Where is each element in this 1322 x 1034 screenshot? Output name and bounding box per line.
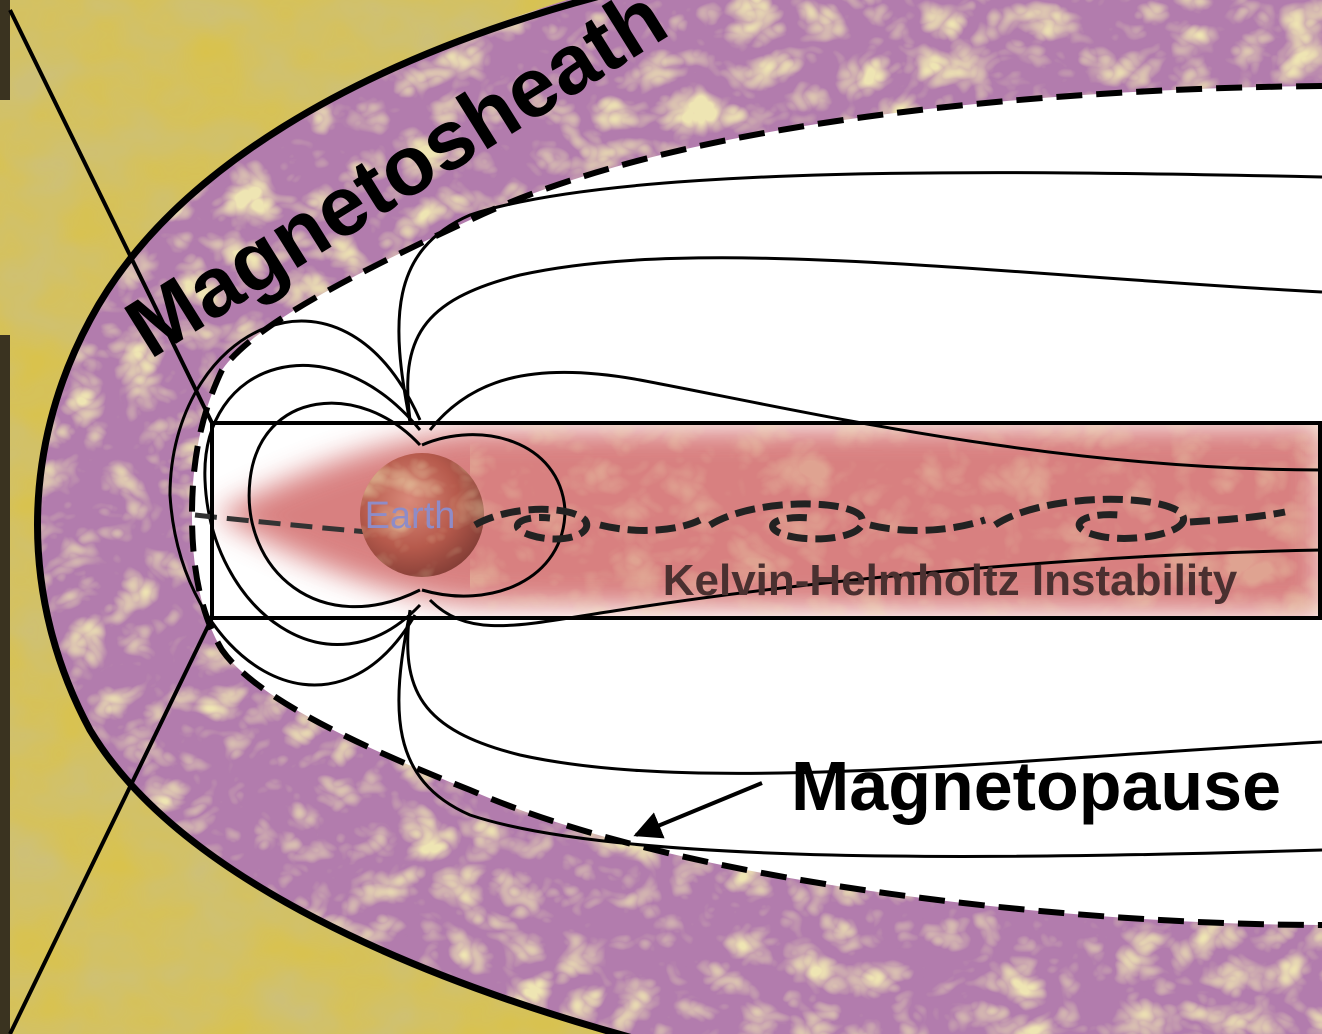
earth-label: Earth	[365, 495, 456, 537]
magnetopause-label: Magnetopause	[791, 747, 1281, 825]
kh-instability-label: Kelvin-Helmholtz Instability	[663, 556, 1238, 605]
